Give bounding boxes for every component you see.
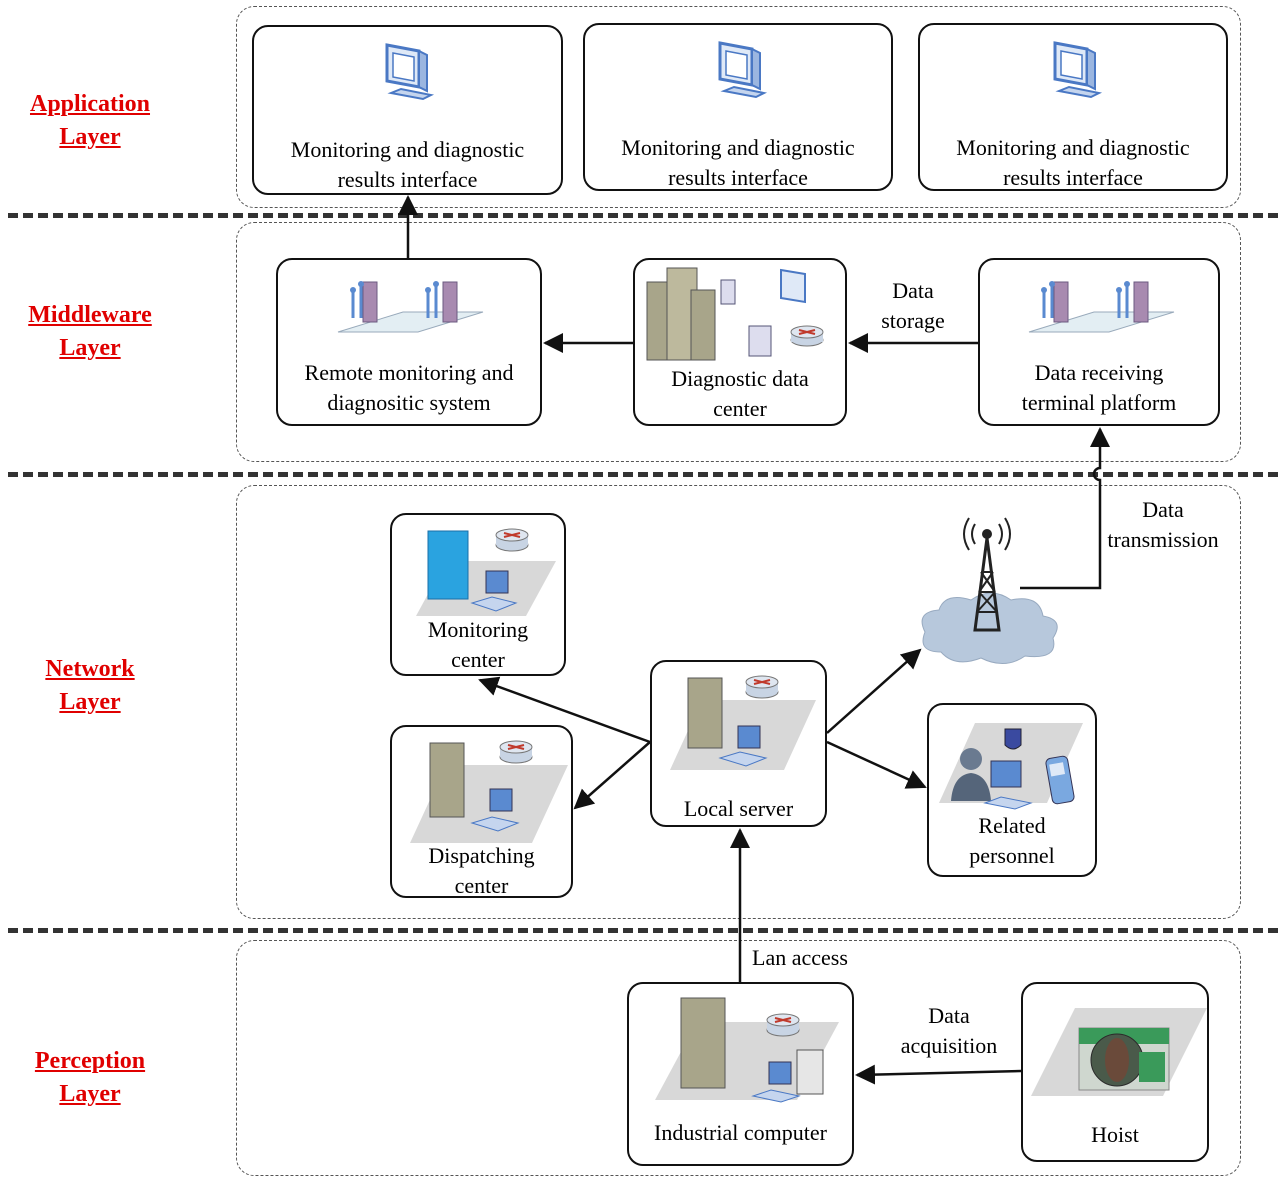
perception-layer-region [236,940,1241,1176]
middleware-layer-region [236,222,1241,462]
edge-tower-to-platform [1020,427,1110,590]
layer-divider [8,928,1278,933]
app-interface-node-1: Monitoring and diagnostic results interf… [252,25,563,195]
personnel-icon [939,723,1083,810]
monitor-icon [1053,41,1103,99]
cell-tower-icon [921,517,1058,664]
related-personnel-node: Related personnel [927,703,1097,877]
building-router-icon [416,528,556,616]
monitor-icon [718,41,768,99]
hoist-icon [1031,1008,1207,1096]
network-switch-icon [1028,281,1175,333]
middleware-layer-label: Middleware Layer [28,302,152,361]
layer-divider [8,213,1278,218]
edge-server-to-dispatching [573,741,651,810]
node-label: Dispatching center [428,843,535,898]
node-label: Industrial computer [654,1120,827,1145]
network-switch-icon [337,281,484,333]
node-label: Hoist [1091,1122,1139,1147]
edge-hoist-to-industrial [855,1064,1022,1085]
app-interface-node-2: Monitoring and diagnostic results interf… [583,23,893,191]
dispatching-center-node: Dispatching center [390,725,573,898]
receiving-platform-node: Data receiving terminal platform [978,258,1220,426]
data-center-icon [646,267,824,361]
monitoring-center-node: Monitoring center [390,513,566,676]
building-router-icon [670,675,816,770]
node-label: Related personnel [969,813,1055,868]
diagnostic-center-node: Diagnostic data center [633,258,847,426]
industrial-computer-node: Industrial computer [627,982,854,1166]
data-transmission-label: Data transmission [1107,497,1219,552]
node-label: Diagnostic data center [671,366,809,421]
node-label: Monitoring and diagnostic results interf… [621,135,855,190]
application-layer-label: Application Layer [29,91,151,150]
data-acquisition-label: Data acquisition [900,1003,998,1058]
layer-divider [8,472,1278,477]
node-label: Data receiving terminal platform [1021,360,1177,415]
lan-access-label: Lan access [752,945,848,970]
network-layer-region [236,485,1241,919]
network-layer-label: Network Layer [45,656,135,715]
data-storage-label: Data storage [881,278,945,333]
node-label: Monitoring center [427,617,529,672]
building-router-icon [410,740,568,843]
monitor-icon [385,43,435,101]
app-interface-node-3: Monitoring and diagnostic results interf… [918,23,1228,191]
node-label: Monitoring and diagnostic results interf… [956,135,1190,190]
remote-system-node: Remote monitoring and diagnositic system [276,258,542,426]
node-label: Remote monitoring and diagnositic system [304,360,514,415]
application-layer-region [236,6,1241,208]
edge-server-to-personnel [826,740,927,789]
local-server-node: Local server [650,660,827,827]
industrial-computer-icon [655,997,839,1103]
edge-server-to-cloud [826,648,922,734]
node-label: Local server [683,796,794,821]
node-label: Monitoring and diagnostic results interf… [290,137,525,192]
perception-layer-label: Perception Layer [34,1048,146,1107]
hoist-node: Hoist [1021,982,1209,1162]
edge-server-to-monitoring [478,676,651,744]
